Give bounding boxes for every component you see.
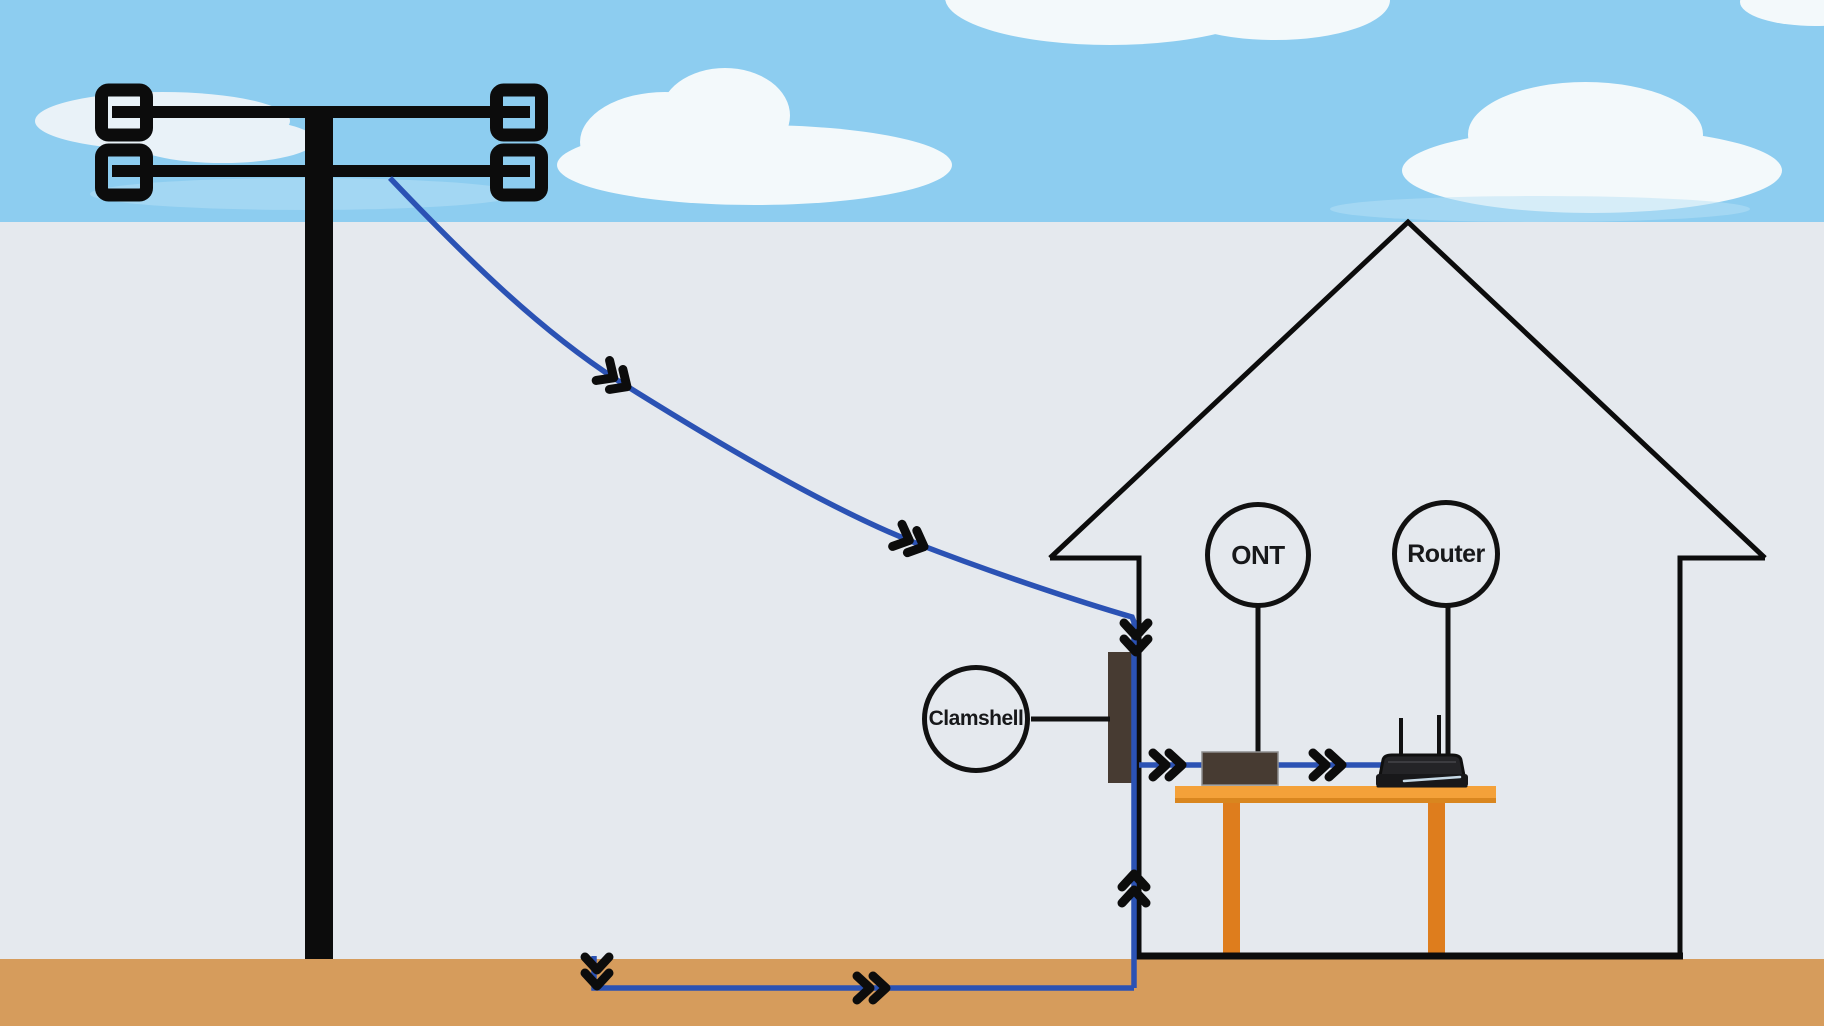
router-sheen	[1402, 775, 1462, 783]
table-top	[1175, 786, 1496, 798]
table-leg	[1428, 800, 1445, 954]
house-right-wall	[1677, 555, 1765, 956]
pole-insulator	[490, 83, 548, 142]
house-left-wall	[1050, 555, 1142, 956]
house	[1048, 218, 1767, 960]
clamshell-label: Clamshell	[922, 665, 1030, 773]
table-leg	[1223, 800, 1240, 954]
clamshell-label-text: Clamshell	[928, 707, 1024, 730]
router-antenna	[1399, 718, 1403, 758]
router-antenna	[1437, 715, 1441, 758]
sky	[0, 0, 1824, 222]
pole-mast	[305, 106, 333, 959]
table-top-edge	[1175, 798, 1496, 803]
background	[0, 222, 1824, 959]
router-device	[1376, 715, 1468, 788]
router-label-text: Router	[1407, 539, 1485, 568]
cloud	[557, 125, 952, 205]
pole-insulator	[490, 143, 548, 202]
pole-insulator	[95, 143, 153, 202]
ont-label: ONT	[1205, 502, 1311, 608]
aerial-drop-cable	[388, 176, 1137, 988]
utility-pole	[95, 83, 548, 959]
arrow-aerial-1	[596, 361, 633, 397]
pole-insulator	[95, 83, 153, 142]
table	[1175, 786, 1496, 954]
arrow-aerial-2	[893, 524, 929, 557]
cloud	[130, 118, 315, 163]
router-label: Router	[1392, 500, 1500, 608]
ont-device	[1201, 751, 1279, 786]
arrow-underground-down	[585, 957, 609, 986]
house-roof	[1048, 218, 1767, 560]
label-connectors	[1031, 606, 1451, 758]
ground	[0, 959, 1824, 1026]
sky-streak	[1330, 196, 1750, 222]
ont-label-text: ONT	[1231, 539, 1285, 570]
